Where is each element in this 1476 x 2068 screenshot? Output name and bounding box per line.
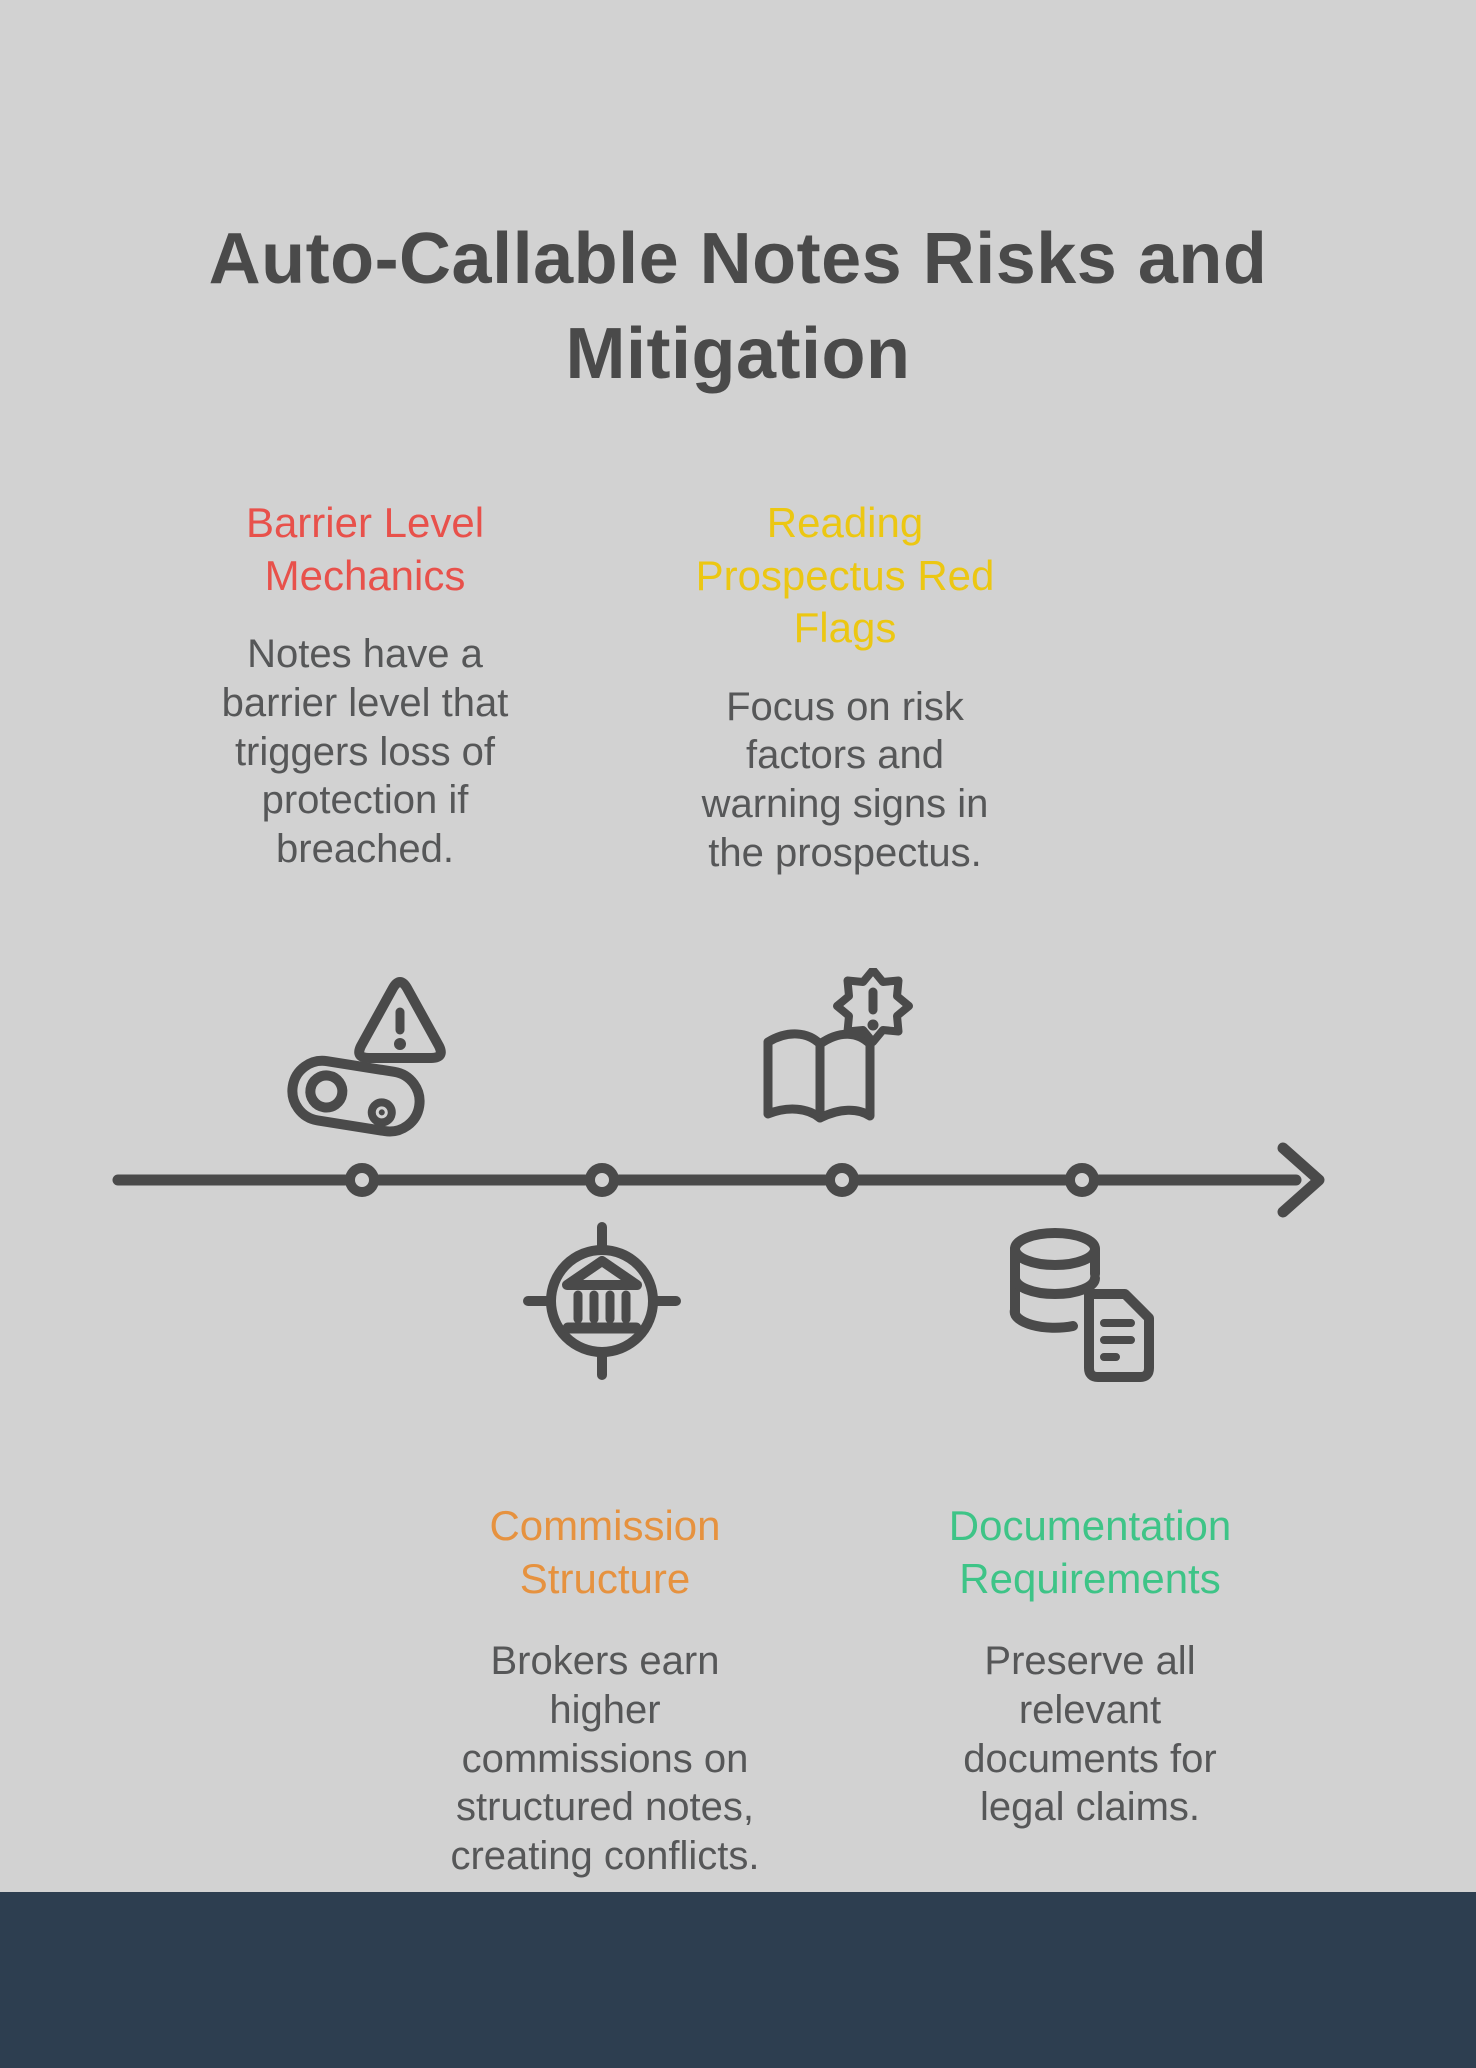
page-title: Auto-Callable Notes Risks and Mitigation	[208, 219, 1268, 395]
timeline-node-3	[825, 1163, 859, 1197]
section-body: Preserve all relevant documents for lega…	[963, 1639, 1217, 1830]
section-title: Reading Prospectus Red Flags	[695, 499, 995, 651]
section-title: Documentation Requirements	[948, 1502, 1232, 1602]
timeline-node-2	[585, 1163, 619, 1197]
target-institution-icon	[523, 1222, 681, 1380]
section-title: Commission Structure	[489, 1502, 721, 1602]
arrow-right-icon	[1277, 1142, 1325, 1218]
database-document-icon	[1003, 1222, 1163, 1382]
book-alert-icon	[752, 968, 927, 1143]
section-title: Barrier Level Mechanics	[245, 499, 485, 599]
timeline-node-1	[345, 1163, 379, 1197]
section-body: Notes have a barrier level that triggers…	[221, 632, 509, 872]
timeline-node-4	[1065, 1163, 1099, 1197]
section-barrier-level-mechanics: Barrier Level Mechanics Notes have a bar…	[175, 497, 555, 874]
footer-bar	[0, 1892, 1476, 2068]
warning-mechanism-icon	[280, 972, 455, 1147]
section-documentation-requirements: Documentation Requirements Preserve all …	[900, 1500, 1280, 1832]
section-commission-structure: Commission Structure Brokers earn higher…	[415, 1500, 795, 1881]
section-reading-prospectus-red-flags: Reading Prospectus Red Flags Focus on ri…	[655, 497, 1035, 878]
section-body: Focus on risk factors and warning signs …	[701, 684, 989, 875]
timeline-axis	[112, 1142, 1325, 1218]
section-body: Brokers earn higher commissions on struc…	[450, 1639, 760, 1879]
